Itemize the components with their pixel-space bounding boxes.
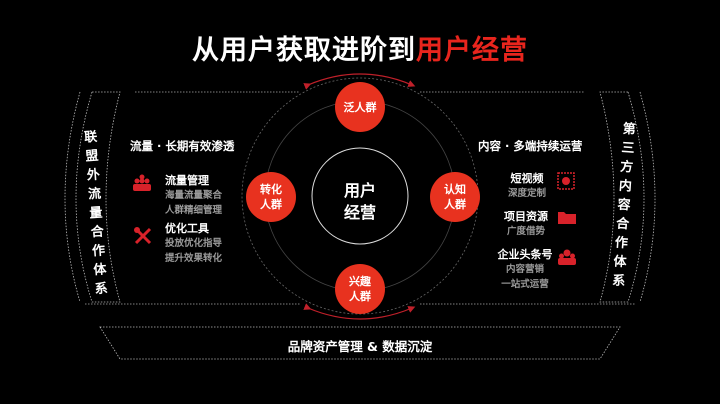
right-item-video: 短视频 深度定制 bbox=[505, 170, 549, 201]
node-left-line2: 人群 bbox=[260, 198, 282, 211]
right-item-toutiao: 企业头条号 内容营销 一站式运营 bbox=[494, 246, 556, 292]
node-top-label: 泛人群 bbox=[343, 100, 377, 114]
node-bottom-line2: 人群 bbox=[349, 290, 371, 303]
item-sub: 广度借势 bbox=[506, 226, 545, 237]
item-sub: 一站式运营 bbox=[501, 279, 549, 290]
item-title: 流量管理 bbox=[165, 174, 209, 187]
item-title: 企业头条号 bbox=[497, 248, 553, 261]
title-red: 用户经营 bbox=[416, 35, 528, 66]
node-bottom: 兴趣人群 bbox=[335, 264, 385, 314]
page-title: 从用户获取进阶到用户经营 bbox=[0, 28, 720, 67]
node-top: 泛人群 bbox=[335, 82, 385, 132]
people-icon bbox=[557, 248, 577, 270]
item-sub: 投放优化指导 bbox=[165, 238, 223, 249]
item-sub: 内容营销 bbox=[505, 264, 544, 275]
center-line1: 用户 bbox=[343, 181, 376, 200]
node-right-line1: 认知 bbox=[444, 183, 466, 196]
item-title: 项目资源 bbox=[504, 210, 548, 223]
film-icon bbox=[557, 172, 575, 194]
item-title: 短视频 bbox=[510, 172, 544, 185]
item-sub: 人群精细管理 bbox=[165, 205, 223, 216]
left-item-optimize: 优化工具 投放优化指导 提升效果转化 bbox=[165, 220, 222, 266]
folder-icon bbox=[557, 209, 577, 229]
people-group-icon bbox=[132, 174, 152, 196]
left-section-heading: 流量 · 长期有效渗透 bbox=[130, 139, 235, 153]
right-item-resources: 项目资源 广度借势 bbox=[498, 208, 554, 239]
item-sub: 海量流量聚合 bbox=[165, 190, 223, 201]
item-sub: 深度定制 bbox=[507, 188, 546, 199]
title-white: 从用户获取进阶到 bbox=[192, 35, 416, 66]
node-left: 转化人群 bbox=[246, 172, 296, 222]
item-sub: 提升效果转化 bbox=[165, 253, 223, 264]
bottom-bar-label: 品牌资产管理 & 数据沉淀 bbox=[287, 339, 433, 354]
center-line2: 经营 bbox=[343, 203, 376, 222]
node-right-line2: 人群 bbox=[444, 198, 466, 211]
tools-icon bbox=[133, 226, 153, 250]
center-label: 用户 经营 bbox=[330, 180, 390, 224]
right-section-heading: 内容 · 多端持续运营 bbox=[478, 139, 583, 153]
node-left-line1: 转化 bbox=[260, 183, 282, 196]
item-title: 优化工具 bbox=[165, 222, 209, 235]
left-item-traffic: 流量管理 海量流量聚合 人群精细管理 bbox=[165, 172, 222, 218]
node-bottom-line1: 兴趣 bbox=[349, 275, 371, 288]
node-right: 认知人群 bbox=[430, 172, 480, 222]
